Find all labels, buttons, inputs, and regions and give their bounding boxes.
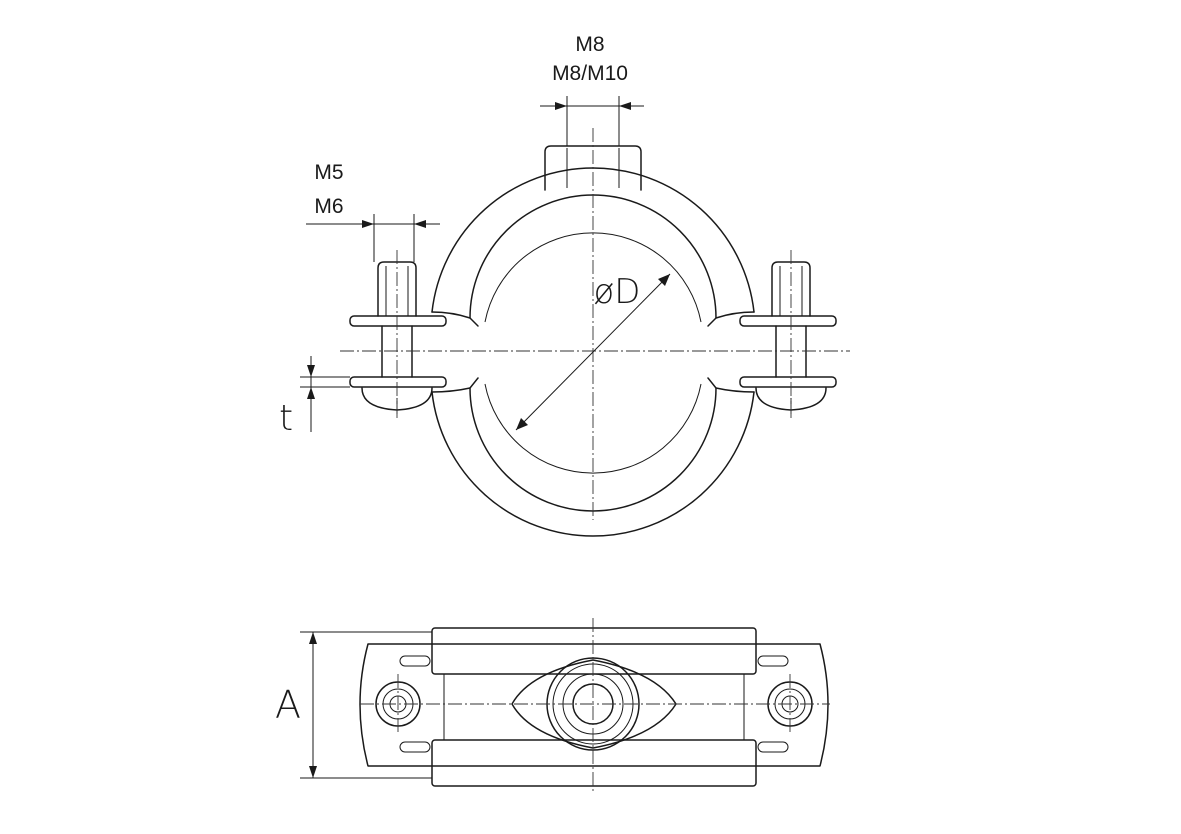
thickness-dimension (300, 356, 350, 432)
label-thickness: t (279, 398, 293, 439)
slot-left-lower (399, 741, 431, 753)
diameter-dimension-line (515, 273, 671, 431)
jaw-end-left-upper (431, 311, 479, 327)
right-upper-flange (739, 315, 837, 327)
front-view (340, 128, 850, 537)
slot-right-upper (757, 655, 789, 667)
top-view (359, 618, 830, 792)
label-nut-thread-top: M8 (575, 33, 604, 56)
label-diameter: øD (594, 272, 641, 312)
screw-thread-dimension (306, 214, 440, 262)
rubber-lining-upper (484, 232, 702, 323)
width-dimension (300, 631, 432, 779)
left-lower-flange (349, 376, 447, 388)
jaw-end-right-upper (707, 311, 755, 327)
right-lower-flange (739, 376, 837, 388)
upper-strip (431, 627, 757, 675)
jaw-end-left-lower (431, 377, 479, 393)
nut-thread-dimension (540, 96, 644, 146)
base-plate (359, 643, 829, 767)
label-screw-thread-bottom: M6 (314, 195, 343, 218)
left-upper-flange (349, 315, 447, 327)
lower-strip (431, 739, 757, 787)
label-screw-thread-top: M5 (314, 161, 343, 184)
jaw-end-right-lower (707, 377, 755, 393)
slot-left-upper (399, 655, 431, 667)
slot-right-lower (757, 741, 789, 753)
label-width: A (275, 683, 301, 727)
clamp-outer-lower-arc (431, 391, 755, 537)
label-nut-thread-bottom: M8/M10 (552, 62, 628, 85)
rubber-lining-lower (484, 383, 702, 474)
